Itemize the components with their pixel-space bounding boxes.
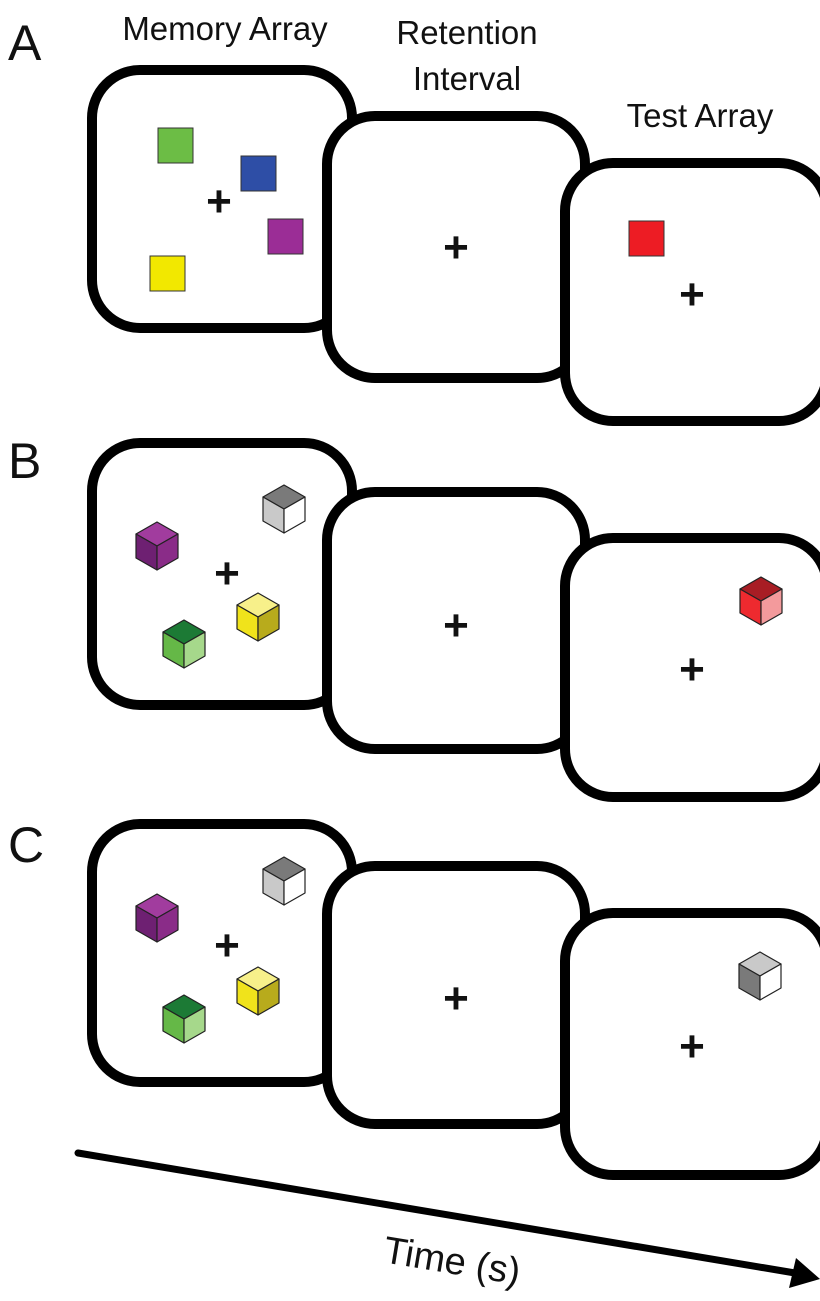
purple-square bbox=[267, 218, 304, 255]
cube-right-face bbox=[257, 978, 280, 1016]
panel-letter-c: C bbox=[8, 817, 44, 873]
cube-right-face bbox=[283, 868, 306, 906]
blue-square bbox=[240, 155, 277, 192]
memory-array-header: Memory Array bbox=[122, 10, 328, 47]
yellow-cube bbox=[236, 592, 280, 642]
purple-cube bbox=[135, 521, 179, 571]
red-cube bbox=[739, 576, 783, 626]
panel-letter-b: B bbox=[8, 433, 41, 489]
green-square bbox=[157, 127, 194, 164]
cube-right-face bbox=[760, 588, 783, 626]
green-cube bbox=[162, 994, 206, 1044]
cube-right-face bbox=[257, 604, 280, 642]
fixation-cross: + bbox=[443, 974, 469, 1023]
cube-right-face bbox=[183, 631, 206, 669]
fixation-cross: + bbox=[206, 177, 232, 226]
cube-right-face bbox=[156, 533, 179, 571]
green-cube bbox=[162, 619, 206, 669]
test-array-header: Test Array bbox=[627, 97, 774, 134]
cube-right-face bbox=[183, 1006, 206, 1044]
fixation-cross: + bbox=[679, 1022, 705, 1071]
time-arrow-head bbox=[789, 1258, 820, 1288]
yellow-square bbox=[149, 255, 186, 292]
panel-b: B + + + bbox=[8, 433, 820, 802]
white-cube bbox=[262, 484, 306, 534]
white-cube bbox=[738, 951, 782, 1001]
panel-letter-a: A bbox=[8, 15, 42, 71]
fixation-cross: + bbox=[679, 270, 705, 319]
retention-interval-header-line1: Retention bbox=[396, 14, 537, 51]
fixation-cross: + bbox=[679, 645, 705, 694]
fixation-cross: + bbox=[443, 601, 469, 650]
cube-right-face bbox=[759, 963, 782, 1001]
cube-right-face bbox=[156, 905, 179, 943]
panel-a: A + + + bbox=[8, 15, 820, 426]
red-square bbox=[628, 220, 665, 257]
white-cube bbox=[262, 856, 306, 906]
cube-right-face bbox=[283, 496, 306, 534]
purple-cube bbox=[135, 893, 179, 943]
time-axis-label: Time (s) bbox=[381, 1229, 524, 1293]
fixation-cross: + bbox=[214, 921, 240, 970]
fixation-cross: + bbox=[214, 549, 240, 598]
retention-interval-header-line2: Interval bbox=[413, 60, 521, 97]
time-arrow-shaft bbox=[74, 1149, 799, 1277]
yellow-cube bbox=[236, 966, 280, 1016]
fixation-cross: + bbox=[443, 223, 469, 272]
panel-c: C + + + bbox=[8, 817, 820, 1180]
